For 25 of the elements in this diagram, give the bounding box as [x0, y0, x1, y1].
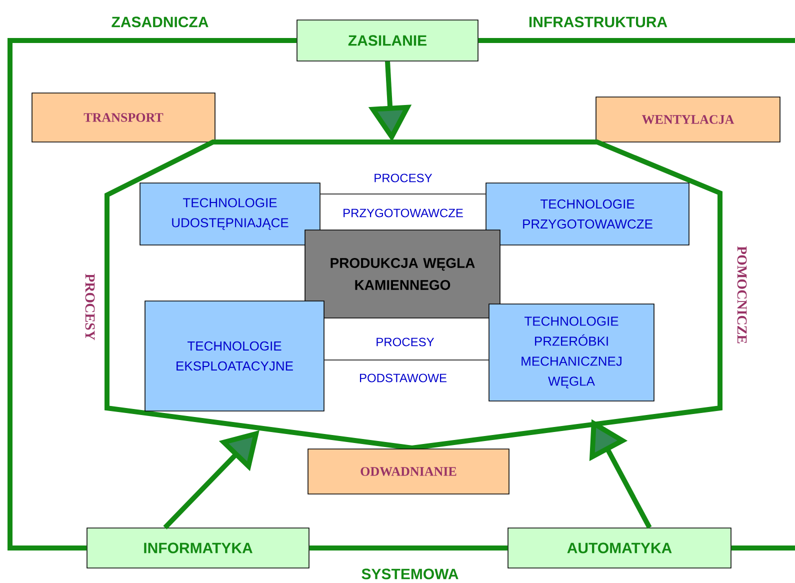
- section-label: INFRASTRUKTURA: [527, 16, 669, 28]
- section-label: SYSTEMOWA: [360, 568, 460, 580]
- technology-box: TECHNOLOGIE PRZYGOTOWAWCZE: [486, 182, 690, 246]
- technology-box: TECHNOLOGIE PRZERÓBKI MECHANICZNEJ WĘGLA: [488, 304, 654, 402]
- system-box: ZASILANIE: [296, 20, 478, 62]
- process-label: PROCESY: [374, 174, 432, 182]
- auxiliary-box: ODWADNIANIE: [308, 448, 510, 494]
- connector-line: [731, 546, 795, 550]
- process-label: PROCESY: [376, 338, 434, 346]
- auxiliary-box: TRANSPORT: [32, 92, 216, 142]
- vertical-label: POMOCNICZE: [737, 246, 747, 344]
- auxiliary-box: WENTYLACJA: [596, 96, 780, 142]
- connector-line: [478, 38, 795, 43]
- technology-box: TECHNOLOGIE UDOSTĘPNIAJĄCE: [140, 182, 320, 246]
- connector-line: [309, 546, 508, 550]
- hexagon-outline: [104, 140, 722, 451]
- vertical-label: PROCESY: [85, 274, 95, 340]
- technology-box: TECHNOLOGIE EKSPLOATACYJNE: [144, 300, 324, 412]
- system-box: INFORMATYKA: [86, 528, 310, 568]
- process-label: PRZYGOTOWAWCZE: [344, 208, 463, 218]
- connector-line: [8, 38, 297, 550]
- process-label: PODSTAWOWE: [360, 374, 446, 382]
- section-label: ZASADNICZA: [110, 16, 210, 28]
- system-box: AUTOMATYKA: [508, 528, 732, 568]
- center-box: PRODUKCJA WĘGLA KAMIENNEGO: [304, 230, 500, 318]
